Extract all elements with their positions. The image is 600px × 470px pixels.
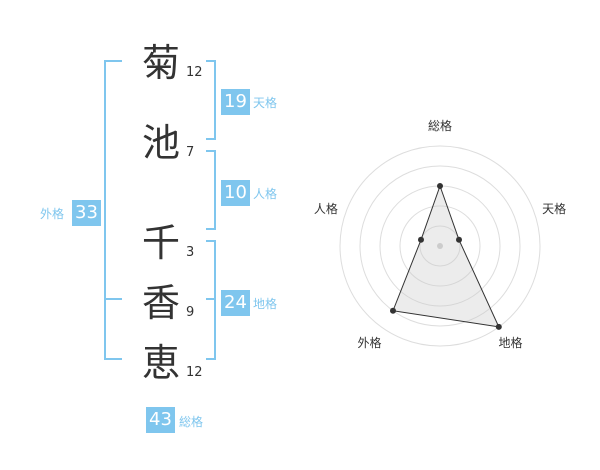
radar-axis-label-1: 総格 <box>428 118 452 133</box>
radar-ring-4 <box>359 165 521 327</box>
stroke-count-2: 7 <box>186 145 195 160</box>
radar-center-dot <box>437 243 443 249</box>
radar-point-4 <box>390 307 396 314</box>
chikaku-bracket <box>206 240 216 360</box>
radar-ring-5 <box>339 145 541 347</box>
stroke-count-4: 9 <box>186 305 195 320</box>
name-char-5: 恵 <box>141 341 180 385</box>
radar-ring-2 <box>399 205 481 287</box>
name-char-1: 菊 <box>141 41 180 85</box>
gaikaku-bracket <box>104 60 122 360</box>
gaikaku-value-badge: 33 <box>72 200 101 226</box>
gaikaku-label: 外格 <box>40 207 65 221</box>
stroke-count-1: 12 <box>186 65 203 80</box>
radar-axis-label-4: 外格 <box>357 335 381 350</box>
tenkaku-value-badge: 19 <box>221 89 250 115</box>
radar-area <box>392 184 500 328</box>
radar-axis-label-3: 地格 <box>498 335 522 350</box>
radar-axis-label-2: 天格 <box>542 201 566 216</box>
radar-point-3 <box>495 323 502 330</box>
name-char-3: 千 <box>141 221 180 265</box>
jinkaku-bracket <box>206 150 216 230</box>
soukaku-value-badge: 43 <box>146 407 175 433</box>
stroke-count-3: 3 <box>186 245 195 260</box>
tenkaku-label: 天格 <box>253 96 278 110</box>
soukaku-label: 総格 <box>179 415 204 429</box>
stroke-count-5: 12 <box>186 365 203 380</box>
radar-point-2 <box>456 236 462 243</box>
jinkaku-value-badge: 10 <box>221 180 250 206</box>
gaikaku-bracket-tick <box>104 298 122 300</box>
tenkaku-bracket <box>206 60 216 140</box>
chikaku-value-badge: 24 <box>221 290 250 316</box>
name-char-4: 香 <box>141 281 180 325</box>
radar-ring-1 <box>419 225 461 267</box>
radar-point-1 <box>437 183 443 189</box>
radar-axis-label-5: 人格 <box>314 201 338 216</box>
name-char-2: 池 <box>141 121 180 165</box>
chikaku-label: 地格 <box>253 297 278 311</box>
radar-point-5 <box>418 236 424 243</box>
chikaku-bracket-tick <box>206 298 216 300</box>
jinkaku-label: 人格 <box>253 187 278 201</box>
